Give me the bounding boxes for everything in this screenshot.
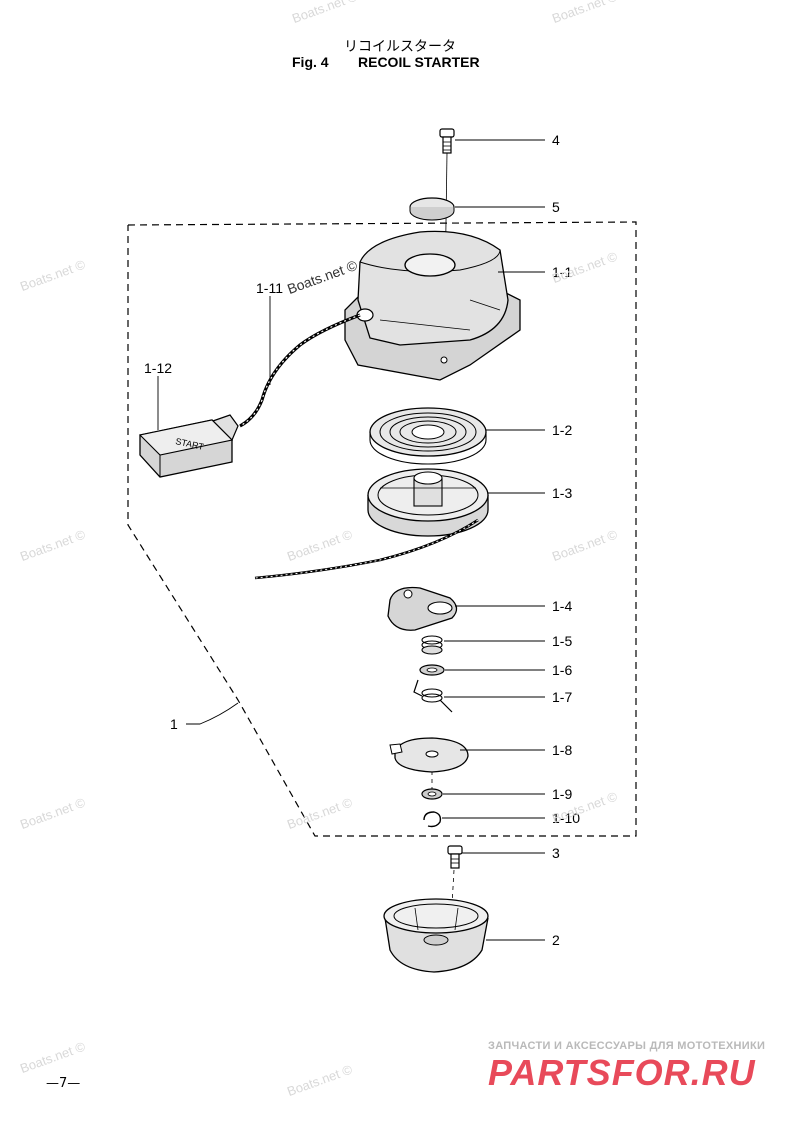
callout-1-1: 1-1 [552, 264, 573, 280]
callout-1-8: 1-8 [552, 742, 573, 758]
center-axis-bottom [451, 869, 455, 906]
partsfor-logo: PARTSFOR.RU [488, 1052, 756, 1093]
part-1-7-torsion-spring [413, 679, 453, 713]
part-1-2-spring [369, 407, 487, 465]
footer-ru-text: ЗАПЧАСТИ И АКСЕССУАРЫ ДЛЯ МОТОТЕХНИКИ [488, 1040, 766, 1052]
callout-1-4: 1-4 [552, 598, 573, 614]
part-1-10-clip [423, 811, 442, 828]
part-1-11-rope-inner [239, 314, 361, 427]
part-1-3-reel [367, 468, 489, 537]
part-2-pulley [383, 898, 489, 973]
callout-1: 1 [170, 716, 178, 732]
leader-lines [157, 139, 545, 941]
callout-1-3: 1-3 [552, 485, 573, 501]
callout-5: 5 [552, 199, 560, 215]
callout-4: 4 [552, 132, 560, 148]
part-1-9-nut [421, 788, 443, 800]
callout-1-2: 1-2 [552, 422, 573, 438]
part-1-1-starter-case [344, 230, 521, 381]
callout-1-12: 1-12 [144, 360, 173, 376]
callout-2: 2 [552, 932, 560, 948]
part-1-12-handle: START [138, 414, 239, 478]
part-1-8-plate [389, 737, 469, 773]
figure-label: Fig. 4 [292, 54, 329, 70]
part-1-5-coil [421, 635, 443, 655]
title-japanese: リコイルスタータ [344, 39, 456, 55]
figure-title: RECOIL STARTER [358, 54, 480, 70]
part-3-bolt [447, 845, 463, 869]
callout-1-6: 1-6 [552, 662, 573, 678]
part-4-bolt [439, 128, 455, 154]
callout-3: 3 [552, 845, 560, 861]
assembly-boundary [127, 221, 637, 837]
part-1-6-washer [419, 664, 445, 676]
rope-loose-end-inner [254, 519, 479, 579]
page-number: —7— [46, 1076, 81, 1091]
callout-1-7: 1-7 [552, 689, 573, 705]
part-5-cap [409, 197, 455, 221]
callout-1-9: 1-9 [552, 786, 573, 802]
callout-1-11: 1-11 [256, 280, 283, 296]
part-1-4-ratchet [387, 586, 458, 631]
callout-1-10: 1-10 [552, 810, 581, 826]
callout-1-5: 1-5 [552, 633, 573, 649]
